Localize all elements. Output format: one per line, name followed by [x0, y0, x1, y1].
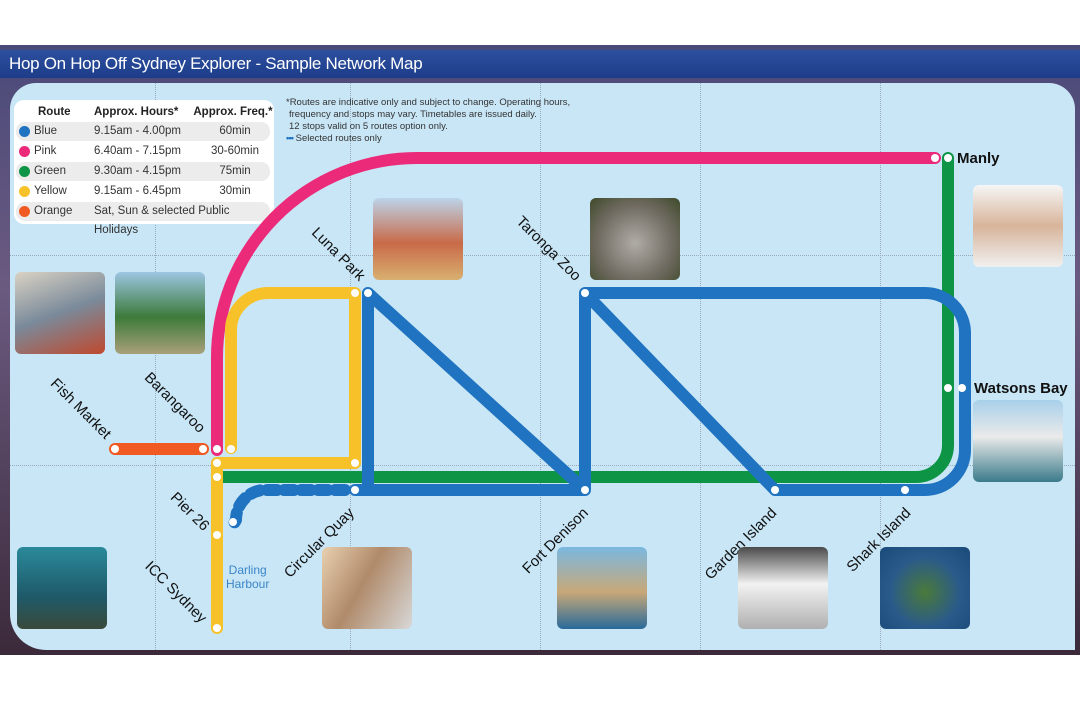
orange-dot-icon	[19, 206, 30, 217]
green-dot-icon	[19, 166, 30, 177]
stop-label-watsons-bay: Watsons Bay	[974, 380, 1068, 397]
yellow-route	[211, 287, 361, 634]
koala-photo	[590, 198, 680, 280]
stop-dot	[581, 486, 589, 494]
stop-dot	[351, 459, 359, 467]
legend-row-orange: Orange Sat, Sun & selected Public Holiday…	[16, 202, 270, 236]
note-line: Selected routes only	[295, 133, 382, 144]
blue-dot-icon	[19, 126, 30, 137]
stop-dot	[581, 289, 589, 297]
stop-dot	[351, 289, 359, 297]
route-name: Yellow	[34, 185, 67, 197]
label-line: Harbour	[226, 577, 270, 591]
route-freq: 75min	[219, 165, 251, 177]
stop-dot	[351, 486, 359, 494]
route-name: Green	[34, 165, 66, 177]
route-name: Orange	[34, 205, 73, 217]
header-hours: Approx. Hours*	[94, 106, 179, 118]
stop-dot	[944, 384, 952, 392]
stop-label-manly: Manly	[957, 150, 1000, 167]
stop-dot	[213, 473, 221, 481]
route-hours: Sat, Sun & selected Public Holidays	[94, 205, 230, 236]
stop-dot	[213, 459, 221, 467]
route-legend: Route Approx. Hours* Approx. Freq.* Blue…	[14, 100, 274, 236]
grid-line	[540, 83, 541, 650]
fish-market-photo	[15, 272, 105, 354]
stop-dot	[931, 154, 939, 162]
route-freq: 30-60min	[211, 145, 259, 157]
note-line: frequency and stops may vary. Timetables…	[289, 109, 537, 120]
shark-island-photo	[880, 547, 970, 629]
legend-header: Route Approx. Hours* Approx. Freq.*	[16, 103, 273, 122]
fort-denison-photo	[557, 547, 647, 629]
opera-house-photo	[322, 547, 412, 629]
pink-dot-icon	[19, 146, 30, 157]
route-freq: 60min	[219, 125, 251, 137]
route-hours: 9.15am - 4.00pm	[94, 125, 181, 137]
legend-row-pink: Pink 6.40am - 7.15pm 30-60min	[16, 142, 270, 161]
stop-dot	[901, 486, 909, 494]
watsons-bay-photo	[973, 400, 1063, 482]
route-name: Pink	[34, 145, 57, 157]
stop-dot	[111, 445, 119, 453]
route-hours: 9.15am - 6.45pm	[94, 185, 181, 197]
route-freq: 30min	[219, 185, 251, 197]
map-title: Hop On Hop Off Sydney Explorer - Sample …	[0, 50, 1080, 78]
grid-line	[155, 83, 156, 650]
grid-line	[10, 255, 1075, 256]
dots-icon: •••	[286, 133, 294, 144]
stop-dot	[944, 154, 952, 162]
stop-dot	[213, 531, 221, 539]
barangaroo-photo	[115, 272, 205, 354]
stop-dot	[771, 486, 779, 494]
legend-row-yellow: Yellow 9.15am - 6.45pm 30min	[16, 182, 270, 201]
stop-dot	[213, 624, 221, 632]
legend-row-blue: Blue 9.15am - 4.00pm 60min	[16, 122, 270, 141]
yellow-dot-icon	[19, 186, 30, 197]
grid-line	[10, 465, 1075, 466]
luna-park-photo	[373, 198, 463, 280]
stop-dot	[229, 518, 237, 526]
note-line: *Routes are indicative only and subject …	[286, 97, 571, 108]
manly-photo	[973, 185, 1063, 267]
stop-dot	[227, 445, 235, 453]
green-route	[211, 152, 954, 483]
header-route: Route	[38, 106, 71, 118]
route-name: Blue	[34, 125, 58, 137]
garden-island-photo	[738, 547, 828, 629]
stop-dot	[213, 445, 221, 453]
pink-route	[210, 152, 941, 456]
aquarium-photo	[17, 547, 107, 629]
stop-dots	[111, 154, 966, 632]
route-hours: 9.30am - 4.15pm	[94, 165, 181, 177]
blue-dashed-route	[227, 484, 351, 531]
stop-dot	[958, 384, 966, 392]
stop-dot	[364, 289, 372, 297]
grid-line	[880, 83, 881, 650]
route-hours: 6.40am - 7.15pm	[94, 145, 181, 157]
stop-dot	[199, 445, 207, 453]
grid-line	[700, 83, 701, 650]
label-line: Darling	[228, 563, 267, 577]
note-line: 12 stops valid on 5 routes option only.	[289, 121, 448, 132]
header-freq: Approx. Freq.*	[193, 106, 273, 118]
legend-row-green: Green 9.30am - 4.15pm 75min	[16, 162, 270, 181]
blue-route	[349, 287, 971, 496]
route-notes: *Routes are indicative only and subject …	[286, 97, 570, 145]
